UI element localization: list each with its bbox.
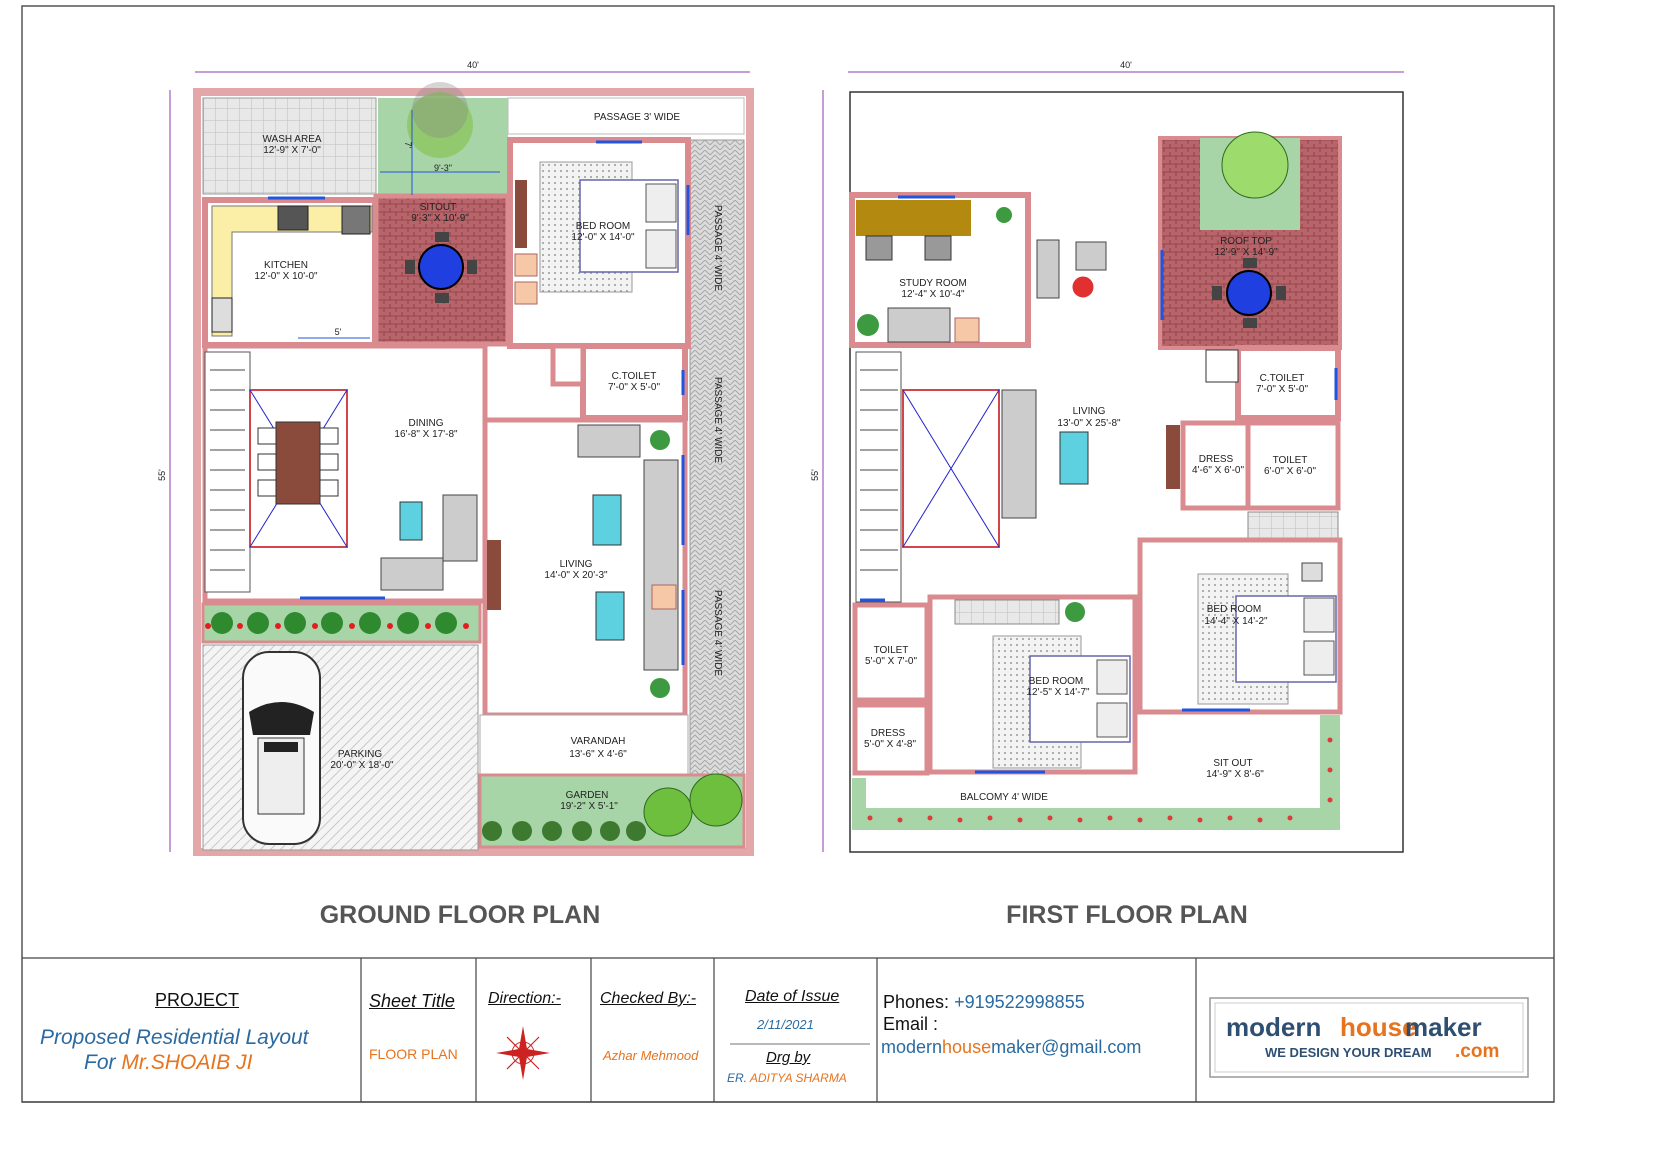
ff-ctoilet-name: C.TOILET — [1260, 373, 1305, 384]
title-block — [22, 957, 1554, 1103]
gf-passage-4-label-2: PASSAGE 4' WIDE — [712, 377, 723, 464]
phones-label: Phones: — [883, 992, 950, 1012]
email-part1: modern — [881, 1037, 943, 1057]
gf-living-size: 14'-0" X 20'-3" — [544, 570, 608, 581]
email-address[interactable]: modernhousemaker@gmail.com — [881, 1037, 1141, 1058]
gf-garden-name: GARDEN — [566, 790, 609, 801]
gf-passage-3-label: PASSAGE 3' WIDE — [594, 112, 681, 123]
checked-by-heading: Checked By:- — [600, 990, 697, 1007]
ff-bedroom-mid-name: BED ROOM — [1029, 676, 1083, 687]
gf-parking-size: 20'-0" X 18'-0" — [330, 760, 394, 771]
ff-dress-2-name: DRESS — [871, 728, 906, 739]
ff-balcony-label: BALCOMY 4' WIDE — [960, 792, 1048, 803]
gf-wash-area-name: WASH AREA — [262, 134, 321, 145]
gf-bedroom-size: 12'-0" X 14'-0" — [571, 232, 635, 243]
project-name-line1: Proposed Residential Layout — [40, 1026, 309, 1049]
gf-dining-name: DINING — [409, 418, 444, 429]
ff-toilet-2-size: 5'-0" X 7'-0" — [865, 656, 918, 667]
drawn-by-heading: Drg by — [766, 1049, 811, 1066]
ff-toilet-1-name: TOILET — [1273, 455, 1308, 466]
first-floor-plan: 40' 55' — [810, 60, 1404, 853]
gf-dining-size: 16'-8" X 17'-8" — [394, 429, 458, 440]
ff-bedroom-right-size: 14'-4" X 14'-2" — [1204, 616, 1268, 627]
project-name-line2: For Mr.SHOAIB JI — [84, 1051, 252, 1075]
drawn-by-person: ADITYA SHARMA — [749, 1071, 847, 1085]
ff-dress-1-name: DRESS — [1199, 454, 1234, 465]
gf-width-dimension: 40' — [467, 60, 479, 70]
ground-floor-plan: 40' 55' — [157, 60, 754, 856]
ff-study-room-size: 12'-4" X 10'-4" — [901, 289, 965, 300]
gf-ctoilet-name: C.TOILET — [612, 371, 657, 382]
logo-wordmark-part3: maker — [1405, 1012, 1482, 1042]
gf-kitchen-window-dimension: 5' — [335, 327, 342, 337]
gf-parking-name: PARKING — [338, 749, 382, 760]
direction-heading: Direction:- — [488, 990, 561, 1007]
ff-study-room-name: STUDY ROOM — [899, 278, 967, 289]
logo-tagline: WE DESIGN YOUR DREAM — [1265, 1045, 1432, 1060]
first-floor-title: FIRST FLOOR PLAN — [1006, 901, 1248, 929]
gf-depth-dimension: 55' — [157, 469, 167, 481]
north-compass-icon — [496, 1026, 550, 1080]
drawn-by-prefix: ER. — [727, 1071, 748, 1085]
ff-ctoilet-size: 7'-0" X 5'-0" — [1256, 384, 1309, 395]
gf-garden-size: 19'-2" X 5'-1" — [560, 801, 618, 812]
ff-depth-dimension: 55' — [810, 469, 820, 481]
sheet-title-heading: Sheet Title — [369, 991, 455, 1011]
ff-roof-top-name: ROOF TOP — [1220, 236, 1272, 247]
gf-varandah-size: 13'-6" X 4'-6" — [569, 749, 627, 760]
gf-courtyard-depth-dimension: 7' — [403, 142, 413, 149]
phones-line: Phones: +919522998855 — [883, 992, 1085, 1013]
email-part3: maker@gmail.com — [991, 1037, 1142, 1057]
client-name: Mr.SHOAIB JI — [121, 1051, 253, 1074]
ff-width-dimension: 40' — [1120, 60, 1132, 70]
gf-varandah-name: VARANDAH — [571, 736, 626, 747]
gf-bedroom-name: BED ROOM — [576, 221, 630, 232]
ff-bedroom-mid-size: 12'-5" X 14'-7" — [1026, 687, 1090, 698]
gf-courtyard-dimension: 9'-3" — [434, 163, 452, 173]
gf-passage-4-label-1: PASSAGE 4' WIDE — [712, 205, 723, 292]
gf-ctoilet-size: 7'-0" X 5'-0" — [608, 382, 661, 393]
ff-dress-2-size: 5'-0" X 4'-8" — [864, 739, 917, 750]
company-logo: modern house maker WE DESIGN YOUR DREAM … — [1209, 997, 1529, 1078]
project-heading: PROJECT — [155, 990, 240, 1010]
date-of-issue-heading: Date of Issue — [745, 988, 840, 1005]
sheet-title-value: FLOOR PLAN — [369, 1046, 458, 1062]
gf-kitchen-name: KITCHEN — [264, 260, 308, 271]
ground-floor-title: GROUND FLOOR PLAN — [320, 901, 601, 929]
gf-passage-4-label-3: PASSAGE 4' WIDE — [712, 590, 723, 677]
date-of-issue-value: 2/11/2021 — [757, 1017, 814, 1032]
logo-dotcom: .com — [1455, 1041, 1499, 1062]
ff-dress-1-size: 4'-6" X 6'-0" — [1192, 465, 1245, 476]
gf-kitchen-size: 12'-0" X 10'-0" — [254, 271, 318, 282]
gf-living-name: LIVING — [560, 559, 593, 570]
ff-sitout-name: SIT OUT — [1213, 758, 1252, 769]
email-label: Email : — [883, 1014, 939, 1034]
ff-roof-top-size: 12'-9" X 14'-9" — [1214, 247, 1278, 258]
ff-toilet-1-size: 6'-0" X 6'-0" — [1264, 466, 1317, 477]
gf-wash-area-size: 12'-9" X 7'-0" — [263, 145, 321, 156]
gf-sitout-size: 9'-3" X 10'-9" — [411, 213, 469, 224]
project-for-label: For — [84, 1051, 116, 1074]
ff-living-name: LIVING — [1073, 406, 1106, 417]
logo-wordmark-part1: modern — [1226, 1012, 1321, 1042]
logo-wordmark-part2: house — [1340, 1012, 1417, 1042]
ff-toilet-2-name: TOILET — [874, 645, 909, 656]
gf-sitout-name: SITOUT — [420, 202, 456, 213]
email-part2: house — [942, 1037, 992, 1057]
drawn-by-name: ER. ADITYA SHARMA — [727, 1071, 847, 1085]
checked-by-name: Azhar Mehmood — [603, 1048, 699, 1063]
ff-sitout-size: 14'-9" X 8'-6" — [1206, 769, 1264, 780]
ff-living-size: 13'-0" X 25'-8" — [1057, 418, 1121, 429]
ff-bedroom-right-name: BED ROOM — [1207, 604, 1261, 615]
phone-number[interactable]: +919522998855 — [954, 992, 1085, 1012]
